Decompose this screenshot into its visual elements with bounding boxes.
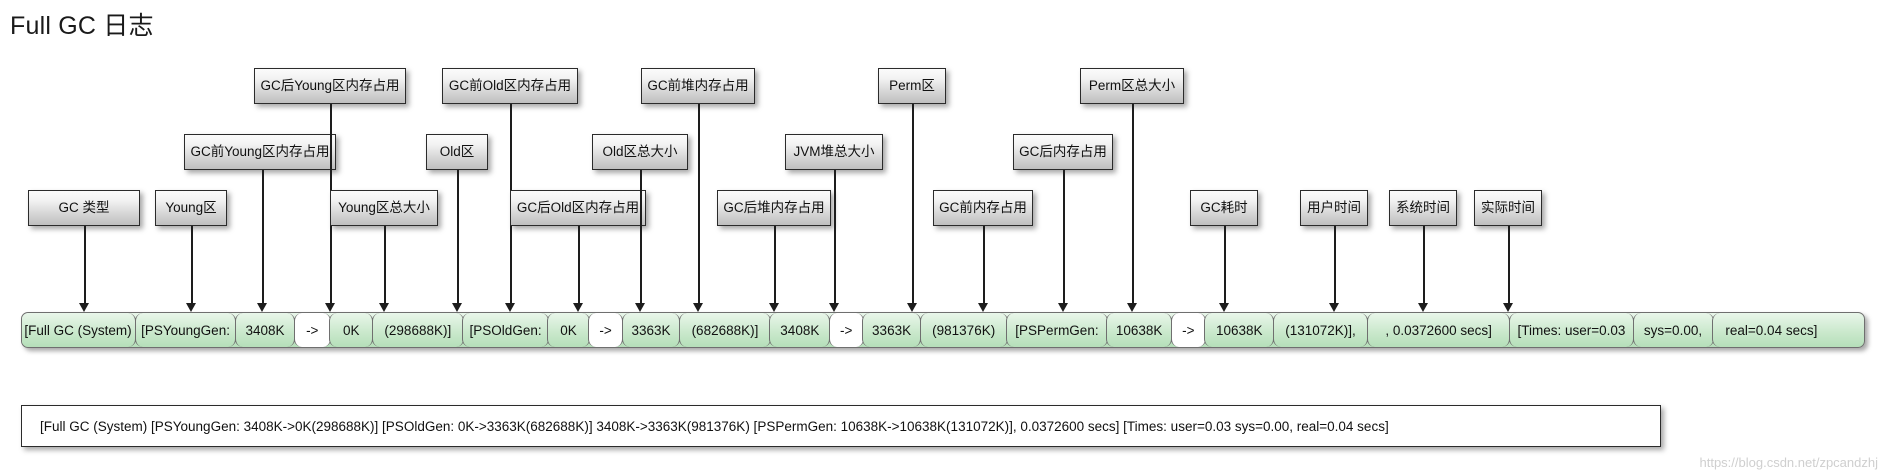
callout-arrowhead-icon: [505, 303, 516, 312]
callout-arrowhead-icon: [573, 303, 584, 312]
callout-label: Young区: [155, 190, 227, 226]
callout-leader-line: [457, 170, 459, 303]
callout-label: Old区总大小: [592, 134, 688, 170]
callout-arrowhead-icon: [186, 303, 197, 312]
callout-arrowhead-icon: [1329, 303, 1340, 312]
callout-leader-line: [1063, 170, 1065, 303]
callout-label: Perm区: [878, 68, 946, 104]
callout-label: 用户时间: [1300, 190, 1368, 226]
callout-label: GC后堆内存占用: [717, 190, 831, 226]
log-segment: (682688K)]: [678, 313, 771, 347]
log-segment: ->: [588, 313, 624, 347]
callout-arrowhead-icon: [769, 303, 780, 312]
callout-arrowhead-icon: [452, 303, 463, 312]
callout-arrowhead-icon: [257, 303, 268, 312]
log-segment: 0K: [547, 313, 590, 347]
log-segment: ->: [828, 313, 864, 347]
callout-arrowhead-icon: [1503, 303, 1514, 312]
log-segment: [PSOldGen:: [462, 313, 549, 347]
callout-leader-line: [912, 104, 914, 303]
callout-arrowhead-icon: [79, 303, 90, 312]
callout-leader-line: [384, 226, 386, 303]
log-segment: ->: [293, 313, 331, 347]
callout-arrowhead-icon: [907, 303, 918, 312]
callout-label: GC后Old区内存占用: [510, 190, 646, 226]
callout-label: GC前Old区内存占用: [442, 68, 578, 104]
callout-arrowhead-icon: [635, 303, 646, 312]
log-segment: 3363K: [862, 313, 922, 347]
log-segment: 3363K: [621, 313, 681, 347]
log-segment: [Full GC (System): [22, 313, 137, 347]
callout-label: GC耗时: [1190, 190, 1258, 226]
callout-leader-line: [578, 226, 580, 303]
log-segment: (298688K)]: [371, 313, 464, 347]
log-segment: sys=0.00,: [1632, 313, 1714, 347]
callout-arrowhead-icon: [1127, 303, 1138, 312]
callout-leader-line: [1334, 226, 1336, 303]
callout-label: Young区总大小: [330, 190, 438, 226]
log-segment: 0K: [329, 313, 374, 347]
callout-arrowhead-icon: [1418, 303, 1429, 312]
callout-label: Perm区总大小: [1080, 68, 1184, 104]
callout-label: GC前Young区内存占用: [184, 134, 336, 170]
log-segment: 3408K: [234, 313, 296, 347]
watermark: https://blog.csdn.net/zpcandzhj: [1699, 455, 1878, 470]
callout-leader-line: [640, 170, 642, 303]
callout-leader-line: [983, 226, 985, 303]
page-title: Full GC 日志: [10, 12, 154, 40]
callout-leader-line: [191, 226, 193, 303]
callout-arrowhead-icon: [379, 303, 390, 312]
log-segment: real=0.04 secs]: [1712, 313, 1830, 347]
log-segment: , 0.0372600 secs]: [1366, 313, 1511, 347]
log-segment: [PSPermGen:: [1006, 313, 1108, 347]
log-segment: 3408K: [769, 313, 831, 347]
callout-arrowhead-icon: [325, 303, 336, 312]
log-segment: 10638K: [1106, 313, 1173, 347]
log-segment: [Times: user=0.03: [1508, 313, 1635, 347]
log-segment: (981376K): [919, 313, 1008, 347]
callout-label: GC前内存占用: [933, 190, 1033, 226]
callout-arrowhead-icon: [829, 303, 840, 312]
log-segment: (131072K)],: [1272, 313, 1369, 347]
callout-leader-line: [698, 104, 700, 303]
callout-label: GC前堆内存占用: [641, 68, 755, 104]
callout-arrowhead-icon: [1219, 303, 1230, 312]
callout-arrowhead-icon: [693, 303, 704, 312]
callout-leader-line: [84, 226, 86, 303]
callout-leader-line: [1224, 226, 1226, 303]
callout-leader-line: [1508, 226, 1510, 303]
callout-leader-line: [774, 226, 776, 303]
gc-log-bar: [Full GC (System)[PSYoungGen:3408K->0K(2…: [21, 312, 1865, 348]
callout-leader-line: [262, 170, 264, 303]
callout-label: JVM堆总大小: [785, 134, 883, 170]
callout-leader-line: [834, 170, 836, 303]
callout-arrowhead-icon: [978, 303, 989, 312]
log-segment: [PSYoungGen:: [134, 313, 237, 347]
callout-arrowhead-icon: [1058, 303, 1069, 312]
callout-label: 实际时间: [1474, 190, 1542, 226]
log-segment: 10638K: [1204, 313, 1275, 347]
callout-label: GC 类型: [28, 190, 140, 226]
callout-leader-line: [1423, 226, 1425, 303]
gc-log-summary: [Full GC (System) [PSYoungGen: 3408K->0K…: [21, 405, 1661, 447]
callout-label: 系统时间: [1389, 190, 1457, 226]
callout-leader-line: [1132, 104, 1134, 303]
callout-label: GC后Young区内存占用: [254, 68, 406, 104]
callout-label: GC后内存占用: [1013, 134, 1113, 170]
log-segment: ->: [1170, 313, 1206, 347]
callout-label: Old区: [426, 134, 488, 170]
